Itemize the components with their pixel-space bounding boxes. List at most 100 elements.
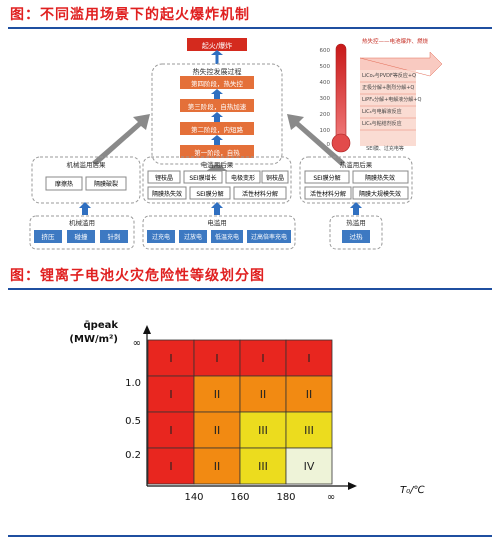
y-tick-0.5: 0.5 xyxy=(125,416,141,427)
grid-label-r2-c2: III xyxy=(258,424,268,437)
grid-label-r3-c0: I xyxy=(169,460,172,473)
grid-cell-r1-c3 xyxy=(285,375,333,413)
stage-4-box xyxy=(180,76,254,89)
elec-abuse-box xyxy=(142,215,296,250)
elec-abuse-item-1: 过放电 xyxy=(184,233,202,241)
elec-abuse-item-0: 过充电 xyxy=(152,233,170,241)
grid-label-r3-c1: II xyxy=(214,460,221,473)
reaction-band xyxy=(360,70,416,146)
fire-mechanism-diagram: 起火/爆炸 热失控发展过程 第四阶段，热失控 第三阶段，自热加速 第二阶段，内短… xyxy=(29,37,443,250)
elec-abuse-title: 电滥用 xyxy=(207,218,227,227)
header-rule xyxy=(8,27,492,29)
y-axis-label-line1: q̄peak xyxy=(84,320,119,331)
grid-label-r0-c1: I xyxy=(215,352,218,365)
section2-header: 图：锂离子电池火灾危险性等级划分图 xyxy=(8,265,492,290)
grid-cell-r3-c2 xyxy=(239,447,287,485)
stage-1-label: 第一阶段，自热 xyxy=(194,148,240,157)
grid-cell-r2-c3 xyxy=(285,411,333,449)
thermo-bottom-note: SEI膜、过充电等 xyxy=(366,145,404,152)
bottom-rule xyxy=(8,535,492,537)
header-rule xyxy=(8,288,492,290)
thermo-tick-100: 100 xyxy=(320,128,331,134)
mech-abuse-item-1: 碰撞 xyxy=(75,232,89,241)
elec-abuse-item-2: 低温充电 xyxy=(215,233,239,241)
grid-label-r3-c2: III xyxy=(258,460,268,473)
thermal-item-3: 隔膜大规模失效 xyxy=(359,190,401,198)
grid-label-r0-c3: I xyxy=(307,352,310,365)
thermo-tick-600: 600 xyxy=(320,48,331,54)
stage-1-box xyxy=(180,145,254,158)
grid-label-r1-c3: II xyxy=(306,388,313,401)
y-axis-label-line2: (MW/m²) xyxy=(69,334,118,345)
stage-2-box xyxy=(180,122,254,135)
thermometer-panel: 热失控——电池爆炸、燃烧 600 500 400 300 200 100 0 L… xyxy=(320,37,443,153)
y-tick-inf: ∞ xyxy=(133,338,141,349)
grid-label-r1-c1: II xyxy=(214,388,221,401)
y-tick-0.2: 0.2 xyxy=(125,450,141,461)
mech-item-1 xyxy=(85,176,127,191)
grey-arrow-left xyxy=(92,114,150,166)
risk-level-grid: q̄peak (MW/m²) T₀/℃ ∞ 1.0 0.5 0.2 140 16… xyxy=(69,320,425,503)
grid-label-r1-c0: I xyxy=(169,388,172,401)
thermo-note-2: LiPF₆分解+电解液分解+Q xyxy=(362,96,421,103)
stage-3-box xyxy=(180,99,254,112)
runaway-title: 热失控发展过程 xyxy=(193,67,242,76)
grid-label-r2-c3: III xyxy=(304,424,314,437)
mech-abuse-item-2: 针刺 xyxy=(108,232,121,241)
thermal-item-0: SEI膜分解 xyxy=(313,174,340,182)
thermal-abuse-title: 热滥用 xyxy=(346,218,366,227)
thermo-tick-0: 0 xyxy=(327,142,331,148)
thermal-consequence-box xyxy=(299,156,413,204)
elec-item-0: 锂枝晶 xyxy=(155,174,173,182)
elec-item-1: SEI膜增长 xyxy=(189,174,216,182)
mech-item-0 xyxy=(45,176,83,191)
elec-item-6: 活性材料分解 xyxy=(242,190,278,198)
elec-item-3: 铜枝晶 xyxy=(266,174,284,182)
grid-label-r3-c3: IV xyxy=(304,460,315,473)
mech-consequence-title: 机械滥用后果 xyxy=(67,160,107,169)
fire-explosion-label: 起火/爆炸 xyxy=(202,41,232,50)
stage-3-label: 第三阶段，自热加速 xyxy=(188,102,247,111)
runaway-stages: 第四阶段，热失控 第三阶段，自热加速 第二阶段，内短路 第一阶段，自热 xyxy=(180,76,254,158)
elec-item-5: SEI膜分解 xyxy=(196,190,223,198)
grid-cell-r2-c0 xyxy=(147,411,195,449)
mech-abuse-title: 机械滥用 xyxy=(69,218,95,227)
grid-label-r0-c0: I xyxy=(169,352,172,365)
mech-abuse-box xyxy=(29,215,135,250)
thermo-note-1: 正极分解+剧烈分解+Q xyxy=(362,84,414,91)
grid-cell-r0-c1 xyxy=(193,339,241,377)
x-tick-140: 140 xyxy=(184,492,203,503)
elec-abuse-item-3: 过高倍率充电 xyxy=(251,233,287,241)
grid-cell-r1-c0 xyxy=(147,375,195,413)
stage-2-label: 第二阶段，内短路 xyxy=(191,125,244,134)
thermo-note-0: LiCo₂与PVDF等反应+Q xyxy=(362,72,416,79)
thermo-tick-300: 300 xyxy=(320,96,331,102)
grid-cell-r3-c3 xyxy=(285,447,333,485)
thermal-abuse-box xyxy=(329,215,383,250)
thermometer-tube xyxy=(335,43,347,141)
grid-cell-r0-c2 xyxy=(239,339,287,377)
elec-item-4: 隔膜热失效 xyxy=(152,190,182,198)
thermometer-bulb xyxy=(331,133,351,153)
grid-cell-r3-c0 xyxy=(147,447,195,485)
thermo-tick-500: 500 xyxy=(320,64,331,70)
grid-label-r2-c1: II xyxy=(214,424,221,437)
fire-explosion-box xyxy=(187,38,247,51)
section2-title: 图：锂离子电池火灾危险性等级划分图 xyxy=(10,268,265,284)
x-axis-label: T₀/℃ xyxy=(400,485,425,496)
section1-header: 图：不同滥用场景下的起火爆炸机制 xyxy=(8,4,492,29)
thermo-note-4: LiC₆与粘结剂反应 xyxy=(362,120,402,127)
elec-item-2: 电极变形 xyxy=(231,174,255,182)
grey-arrow-right xyxy=(287,114,345,166)
grid-cell-r0-c3 xyxy=(285,339,333,377)
grid-label-r1-c2: II xyxy=(260,388,267,401)
x-tick-160: 160 xyxy=(230,492,249,503)
thermo-tick-200: 200 xyxy=(320,112,331,118)
grid-label-r2-c0: I xyxy=(169,424,172,437)
mech-abuse-item-0: 挤压 xyxy=(42,232,56,241)
stage-4-label: 第四阶段，热失控 xyxy=(191,79,244,88)
elec-consequence-title: 电滥用后果 xyxy=(201,160,234,169)
mech-item-0-label: 摩擦热 xyxy=(55,180,73,188)
thermal-abuse-item-0: 过热 xyxy=(350,232,364,241)
